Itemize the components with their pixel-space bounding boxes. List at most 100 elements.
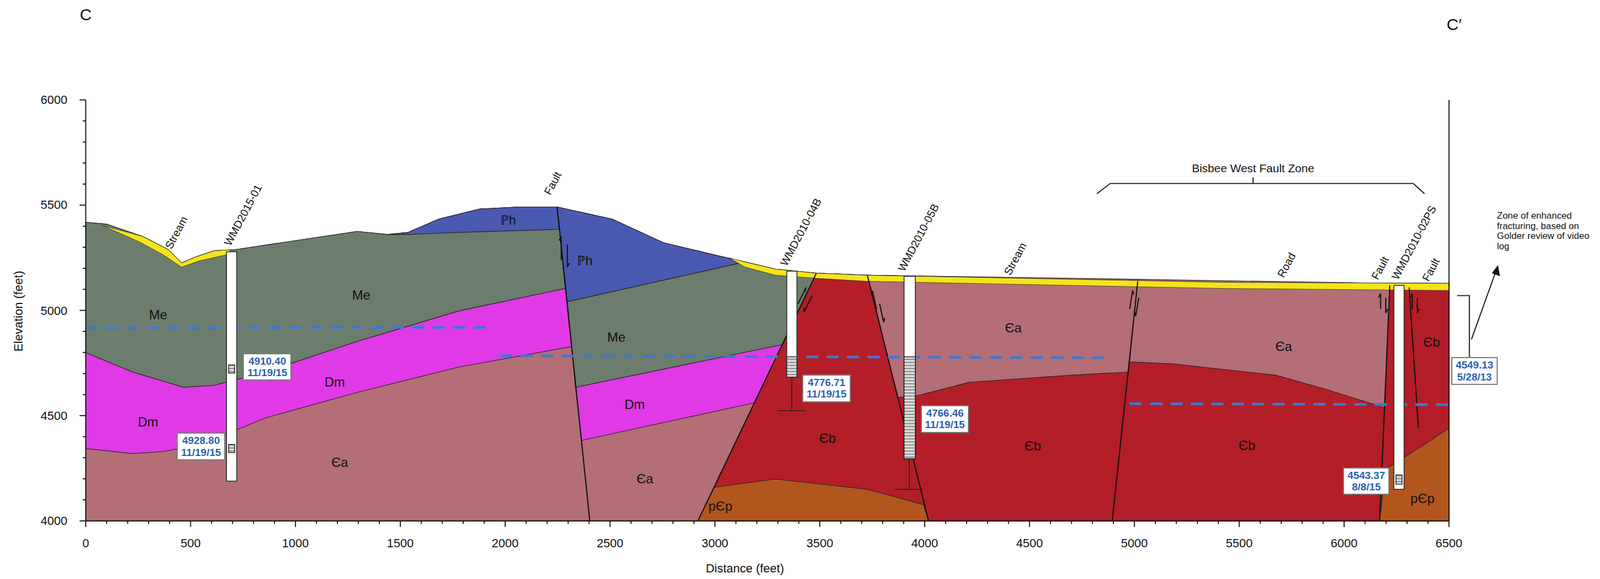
axis-tick: [944, 521, 947, 525]
axis-tick: [672, 521, 674, 525]
axis-label: 6000: [40, 93, 68, 107]
well-name: WMD2010-04B: [778, 196, 825, 268]
axis-tick: [1196, 521, 1199, 525]
axis-tick: [82, 499, 86, 501]
axis-tick: [1029, 521, 1031, 528]
unit-label: Me: [352, 288, 371, 303]
axis-label: 500: [180, 536, 201, 551]
axis-tick: [966, 521, 968, 525]
axis-tick: [85, 521, 87, 528]
axis-tick: [1049, 521, 1051, 525]
fault-label: Fault: [541, 169, 564, 197]
axis-tick: [840, 521, 842, 525]
feature-label: Road: [1275, 250, 1299, 280]
feature-label: Stream: [1001, 240, 1030, 278]
axis-tick: [588, 521, 590, 525]
water-level-box: 4543.37 8/8/15: [1342, 467, 1390, 496]
unit-label: Me: [149, 307, 168, 323]
axis-tick: [525, 521, 527, 525]
water-level-box: 4910.40 11/19/15: [242, 353, 292, 382]
unit-label: Dm: [324, 375, 345, 390]
unit-label: Єa: [1005, 320, 1023, 336]
water-level-box: 4928.80 11/19/15: [176, 432, 226, 461]
axis-tick: [82, 225, 86, 227]
axis-tick: [82, 352, 86, 354]
axis-label: 5500: [1225, 536, 1253, 551]
axis-tick: [1134, 521, 1136, 528]
section-end-label: C: [79, 5, 92, 24]
axis-tick: [861, 521, 863, 525]
well-name: WMD2010-05B: [895, 201, 942, 274]
axis-tick: [82, 183, 86, 185]
section-end-label: C′: [1446, 15, 1462, 34]
axis-tick: [106, 521, 108, 525]
axis-tick: [1217, 521, 1219, 525]
axis-tick: [1112, 521, 1114, 525]
water-level-text: 4549.13 5/28/13: [1455, 359, 1494, 383]
axis-tick: [82, 457, 86, 459]
axis-tick: [924, 521, 926, 528]
axis-tick: [273, 521, 276, 525]
unit-label: ℙh: [576, 253, 593, 268]
axis-tick: [82, 246, 86, 248]
axis-tick: [546, 521, 548, 525]
axis-tick: [378, 521, 381, 525]
axis-label: 5000: [40, 304, 68, 318]
unit-label: Єb: [1238, 438, 1256, 453]
axis-label: 0: [82, 536, 90, 551]
axis-tick: [190, 521, 192, 528]
unit-label: Єb: [1024, 439, 1042, 454]
axis-tick: [127, 521, 129, 525]
axis-tick: [82, 120, 86, 122]
axis-tick: [777, 521, 779, 525]
axis-tick: [420, 521, 422, 525]
fault-label: Fault: [1368, 254, 1391, 282]
axis-tick: [1301, 521, 1303, 525]
axis-title: Distance (feet): [705, 562, 785, 576]
unit-label: Dm: [137, 415, 159, 430]
water-level-text: 4776.71 11/19/15: [806, 376, 847, 401]
unit-label: pЄp: [708, 499, 733, 514]
zone-label: Bisbee West Fault Zone: [1192, 161, 1315, 175]
axis-tick: [1259, 521, 1261, 525]
axis-tick: [630, 521, 632, 525]
axis-label: 1500: [387, 536, 414, 551]
axis-tick: [1385, 521, 1387, 525]
axis-tick: [79, 310, 86, 312]
axis-tick: [1364, 521, 1366, 525]
axis-label: 4000: [40, 514, 68, 528]
axis-label: 4500: [1015, 536, 1043, 551]
axis-tick: [693, 521, 695, 525]
water-level-text: 4766.46 11/19/15: [925, 407, 966, 431]
feature-label: Stream: [162, 213, 191, 251]
axis-tick: [79, 415, 86, 417]
axis-tick: [82, 288, 86, 290]
axis-tick: [819, 521, 821, 528]
well-name: WMD2015-01: [222, 182, 265, 248]
axis-label: 6000: [1330, 536, 1358, 551]
axis-tick: [609, 521, 611, 528]
water-level-text: 4910.40 11/19/15: [247, 355, 288, 379]
axis-label: 4500: [40, 409, 68, 423]
axis-tick: [1406, 521, 1408, 525]
axis-tick: [316, 521, 318, 525]
axis-tick: [357, 521, 359, 525]
axis-tick: [82, 478, 86, 480]
axis-tick: [82, 141, 86, 143]
axis-label: 2500: [596, 536, 624, 551]
water-level-box: 4766.46 11/19/15: [920, 405, 970, 434]
unit-label: ℙh: [500, 213, 517, 228]
axis-tick: [82, 372, 86, 375]
axis-tick: [82, 436, 86, 438]
axis-label: 3000: [701, 536, 729, 551]
water-level-box: 4549.13 5/28/13: [1451, 357, 1498, 385]
axis-tick: [79, 520, 86, 522]
unit-label: Єb: [819, 431, 837, 446]
callout-note: Zone of enhanced fracturing, based on Go…: [1497, 211, 1592, 253]
axis-tick: [82, 394, 86, 396]
axis-tick: [82, 330, 86, 332]
unit-label: Єa: [636, 471, 654, 487]
axis-label: 4000: [911, 536, 938, 551]
water-level-text: 4543.37 8/8/15: [1347, 469, 1386, 494]
axis-tick: [1448, 521, 1450, 528]
